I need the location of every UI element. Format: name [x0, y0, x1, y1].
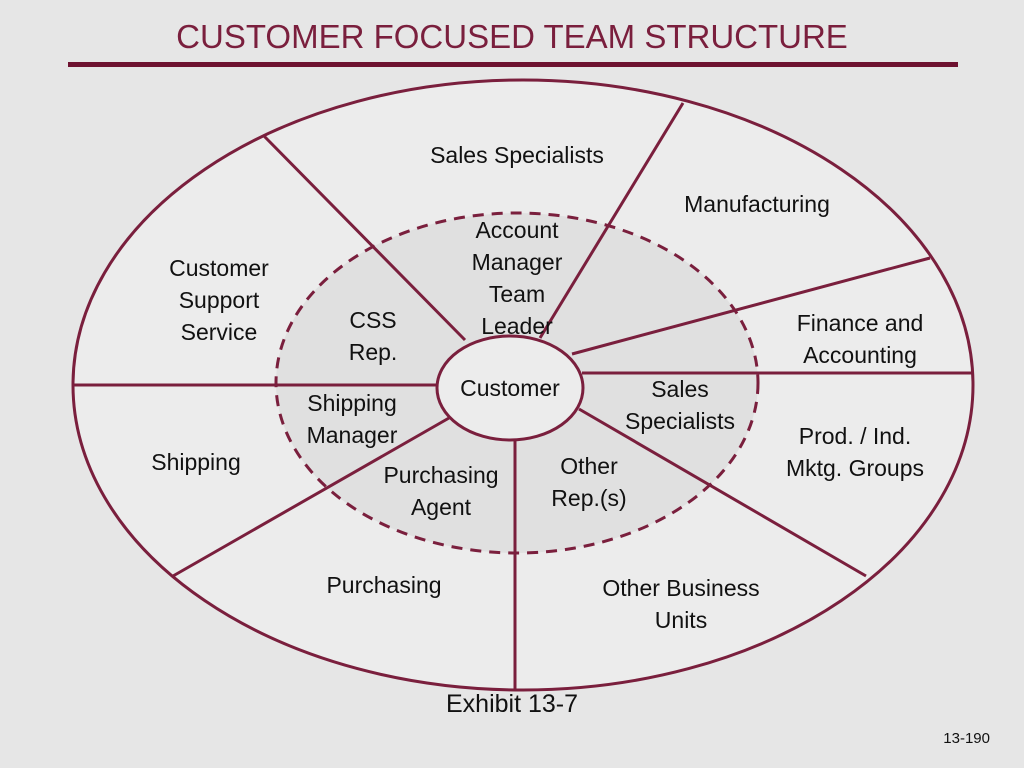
label-manufacturing: Manufacturing: [684, 191, 830, 217]
label-finance-l2: Accounting: [803, 342, 917, 368]
label-customer-support-l3: Service: [181, 319, 258, 345]
spoke-right-lower: [578, 407, 867, 578]
page-title: CUSTOMER FOCUSED TEAM STRUCTURE: [176, 18, 848, 55]
exhibit-caption: Exhibit 13-7: [445, 690, 579, 718]
label-other-business-l2: Units: [655, 607, 707, 633]
label-css-rep-l1: CSS: [349, 307, 396, 333]
label-sales-specialists: Sales Specialists: [430, 142, 604, 168]
label-other-business-l1: Other Business: [602, 575, 759, 601]
label-shipping: Shipping: [151, 449, 241, 475]
label-purchasing: Purchasing: [326, 572, 441, 598]
label-customer-support-l1: Customer: [169, 255, 269, 281]
label-account-manager-l1: Account: [475, 217, 559, 243]
label-purchasing-agent-l2: Agent: [411, 494, 472, 520]
title-underline: [68, 62, 958, 67]
label-other-reps-l1: Other: [560, 453, 618, 479]
label-customer-support-l2: Support: [179, 287, 260, 313]
label-sales-specialists-inner-l2: Specialists: [625, 408, 735, 434]
customer-label: Customer: [460, 375, 560, 401]
label-sales-specialists-inner-l1: Sales: [651, 376, 709, 402]
label-account-manager-l4: Leader: [481, 313, 553, 339]
label-prod-mktg-l1: Prod. / Ind.: [799, 423, 912, 449]
spoke-right-upper: [571, 256, 931, 356]
customer-node: [435, 334, 585, 442]
spoke-top-left: [261, 133, 467, 342]
label-account-manager-l2: Manager: [472, 249, 563, 275]
spoke-top-right: [538, 102, 685, 339]
label-shipping-manager-l2: Manager: [307, 422, 398, 448]
label-finance-l1: Finance and: [797, 310, 924, 336]
label-prod-mktg-l2: Mktg. Groups: [786, 455, 924, 481]
label-shipping-manager-l1: Shipping: [307, 390, 397, 416]
label-account-manager-l3: Team: [489, 281, 545, 307]
page-number: 13-190: [943, 730, 990, 747]
spoke-bottom-left: [172, 416, 450, 578]
label-other-reps-l2: Rep.(s): [551, 485, 626, 511]
spokes: [73, 102, 972, 689]
label-css-rep-l2: Rep.: [349, 339, 398, 365]
label-purchasing-agent-l1: Purchasing: [383, 462, 498, 488]
